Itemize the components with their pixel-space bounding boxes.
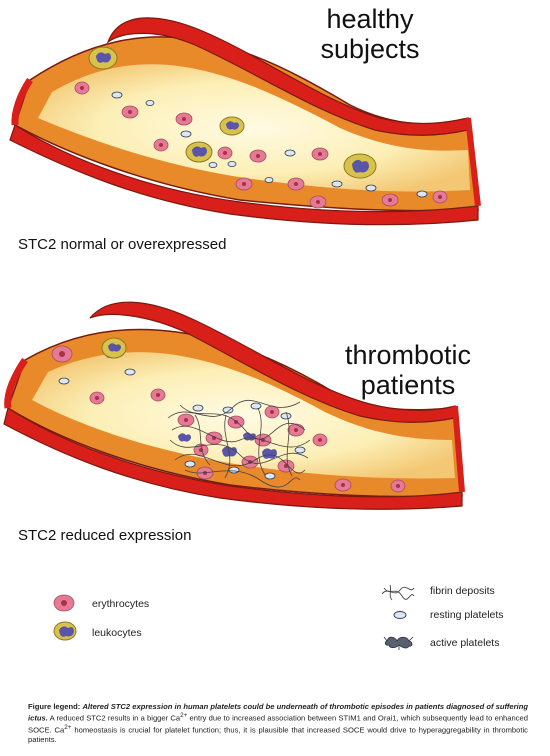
caption-part1: A reduced STC2 results in a bigger Ca bbox=[49, 713, 181, 723]
resting-platelet-icon bbox=[393, 611, 407, 619]
figure-caption: Figure legend: Altered STC2 expression i… bbox=[28, 702, 528, 744]
legend-active: active platelets bbox=[430, 637, 500, 649]
thrombotic-title-line2: patients bbox=[360, 370, 456, 400]
thrombotic-condition: STC2 reduced expression bbox=[18, 527, 192, 544]
caption-lead-desc: Altered STC2 expression in human platele… bbox=[28, 702, 528, 723]
active-platelet-icon bbox=[383, 636, 414, 650]
thrombotic-vessel bbox=[3, 301, 465, 510]
thrombotic-title-line1: thrombotic bbox=[344, 340, 472, 370]
legend-leukocytes: leukocytes bbox=[92, 627, 142, 639]
caption-part3: homeostasis is crucial for platelet func… bbox=[28, 725, 528, 744]
legend-fibrin: fibrin deposits bbox=[430, 585, 495, 597]
healthy-condition: STC2 normal or overexpressed bbox=[18, 236, 227, 253]
legend-erythrocytes: erythrocytes bbox=[92, 598, 150, 610]
caption-sup2: 2+ bbox=[64, 724, 72, 732]
caption-sup1: 2+ bbox=[180, 712, 188, 720]
leukocyte-icon bbox=[53, 621, 77, 641]
healthy-title: healthy subjects bbox=[300, 4, 440, 64]
healthy-title-line1: healthy bbox=[326, 4, 414, 34]
thrombotic-title: thrombotic patients bbox=[323, 340, 493, 400]
healthy-vessel bbox=[9, 17, 481, 226]
caption-lead: Figure legend: bbox=[28, 702, 81, 711]
caption-part2: entry due to increased association betwe… bbox=[28, 713, 528, 735]
healthy-title-line2: subjects bbox=[320, 34, 420, 64]
fibrin-icon bbox=[381, 584, 415, 601]
legend-resting: resting platelets bbox=[430, 609, 504, 621]
erythrocyte-icon bbox=[53, 594, 75, 612]
